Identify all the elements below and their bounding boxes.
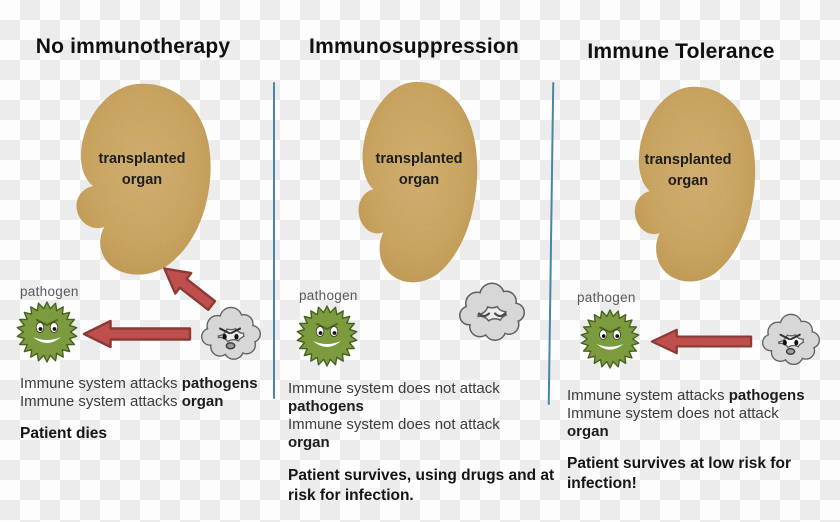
organ-label: transplanted organ <box>375 151 463 188</box>
panel-title-immune-tolerance: Immune Tolerance <box>587 40 775 63</box>
attack-pathogen-arrow-icon <box>82 319 192 349</box>
statement-line: organ <box>288 434 330 451</box>
statement-line: Immune system does not attack <box>288 380 500 397</box>
organ-label: transplanted organ <box>644 152 732 189</box>
statements-immune-tolerance: Immune system attacks pathogens Immune s… <box>567 387 805 441</box>
outcome-line: Patient dies <box>20 425 107 442</box>
immune-cell-angry-icon <box>762 313 820 366</box>
pathogen-label: pathogen <box>577 290 636 305</box>
outcome-line: infection! <box>567 474 637 492</box>
panel-title-immunosuppression: Immunosuppression <box>309 35 519 58</box>
pathogen-label: pathogen <box>20 284 79 299</box>
pathogen-microbe-icon <box>580 309 640 369</box>
organ-label: transplanted organ <box>98 151 186 188</box>
panel-divider-1 <box>273 82 275 399</box>
statements-immunosuppression: Immune system does not attack pathogens … <box>288 380 500 452</box>
outcome-line: Patient survives, using drugs and at <box>288 467 555 484</box>
outcome-line: Patient survives at low risk for <box>567 455 791 472</box>
outcome-line: risk for infection. <box>288 486 414 504</box>
outcome-immunosuppression: Patient survives, using drugs and at ris… <box>288 466 554 505</box>
outcome-no-immunotherapy: Patient dies <box>20 424 107 444</box>
immune-cell-angry-icon <box>201 306 261 360</box>
statement-line: organ <box>567 423 609 440</box>
statement-line: Immune system does not attack <box>288 416 500 433</box>
pathogen-microbe-icon <box>296 305 358 367</box>
statement-line: Immune system does not attack <box>567 405 779 422</box>
pathogen-label: pathogen <box>299 288 358 303</box>
attack-pathogen-arrow-icon <box>650 328 753 355</box>
outcome-immune-tolerance: Patient survives at low risk for infecti… <box>567 454 791 493</box>
immune-cell-sedated-icon <box>459 282 525 341</box>
panel-divider-2 <box>547 82 555 405</box>
statement-line: Immune system attacks pathogens <box>20 375 258 392</box>
statement-line: pathogens <box>288 398 364 415</box>
pathogen-microbe-icon <box>16 301 78 363</box>
panel-title-no-immunotherapy: No immunotherapy <box>35 35 231 58</box>
statement-line: Immune system attacks organ <box>20 393 224 410</box>
statements-no-immunotherapy: Immune system attacks pathogens Immune s… <box>20 375 258 411</box>
statement-line: Immune system attacks pathogens <box>567 387 805 404</box>
